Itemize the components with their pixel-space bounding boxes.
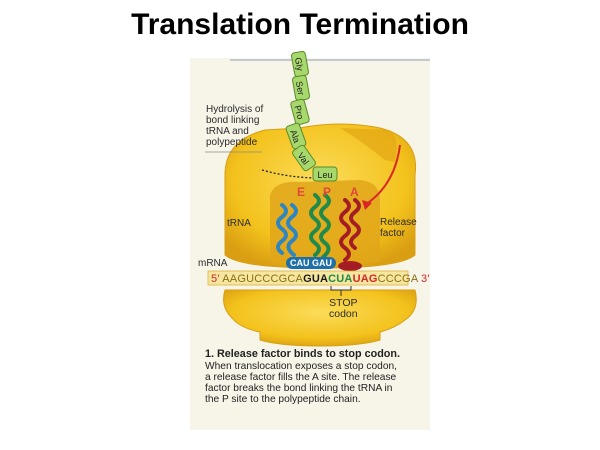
amino-acid-pro [290,98,310,126]
mrna-codon-a: CUA [328,273,353,285]
hydrolysis-line: polypeptide [206,137,258,148]
site-a-label: A [350,185,359,199]
five-prime-label: 5′ [211,273,220,285]
release-factor-line: factor [380,228,406,239]
three-prime-label: 3′ [421,273,430,285]
amino-acid-label: Leu [317,170,332,180]
stop-codon-line: codon [329,308,358,320]
mrna-tail: CCCGA [377,273,418,285]
amino-acid-label: Pro [292,104,305,120]
stop-codon-line: STOP [329,297,358,309]
anticodon-1: CAU [290,258,310,268]
release-factor-protein [339,198,361,262]
page-title: Translation Termination [131,8,469,41]
amino-acid-label: Ser [294,80,306,96]
stop-codon-label: STOP codon [329,298,358,320]
caption-line: the P site to the polypeptide chain. [205,394,361,405]
amino-acid-label: Ala [288,129,302,145]
exit-tunnel [340,128,397,162]
caption-line: factor breaks the bond linking the tRNA … [205,383,393,394]
hydrolysis-label: Hydrolysis of bond linking tRNA and poly… [206,104,263,148]
site-p-label: P [323,185,332,199]
mrna-strand [207,270,409,286]
mrna-label: mRNA [198,258,228,269]
caption-line: a release factor fills the A site. The r… [205,372,397,383]
anticodon-pill [286,257,336,269]
mrna-codon-p: GUA [303,273,329,285]
mrna-stop-codon: UAG [352,273,378,285]
figure-caption: 1. Release factor binds to stop codon. W… [205,348,420,406]
trna-label: tRNA [227,218,251,229]
mrna-sequence: 5′ AAGUCCCGCAGUACUAUAGCCCGA 3′ [211,273,430,285]
polypeptide-chain: Gly Ser Pro Ala Val Leu [285,50,338,182]
site-e-label: E [297,185,306,199]
small-subunit [223,289,417,347]
amino-acid-val [292,144,316,172]
hydrolysis-line: tRNA and [206,126,249,137]
trna-green [309,193,331,259]
release-arrow [364,144,401,206]
release-factor-base [338,261,362,271]
caption-line: When translocation exposes a stop codon, [205,361,397,372]
mrna-lead: AAGUCCCGCA [222,273,304,285]
hydrolysis-line: Hydrolysis of [206,104,264,115]
amino-acid-leu [312,166,338,182]
trna-blue [276,203,298,257]
anticodon-2: GAU [312,258,332,268]
amino-acid-label: Gly [293,57,305,73]
stop-codon-bracket [330,286,352,296]
release-factor-label: Release factor [380,217,417,239]
release-factor-line: Release [380,217,417,228]
caption-heading: 1. Release factor binds to stop codon. [205,348,400,360]
release-arrowhead [362,200,372,210]
hydrolysis-line: bond linking [206,115,260,126]
